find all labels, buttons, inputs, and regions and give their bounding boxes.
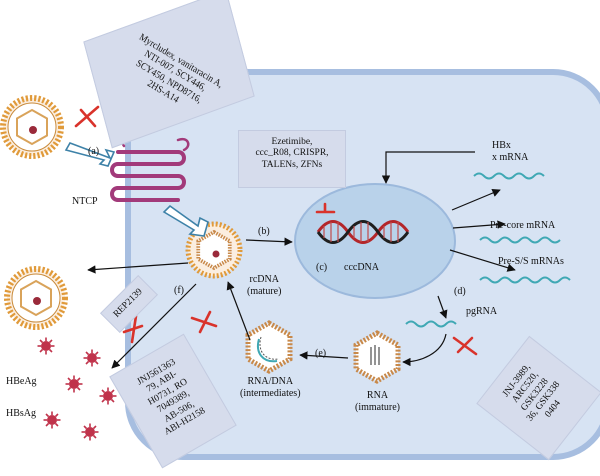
step-c-label: (c) bbox=[316, 262, 328, 273]
inhibition-t-icon bbox=[122, 314, 144, 344]
hbsag-label: HBsAg bbox=[6, 408, 37, 419]
inhibition-t-icon bbox=[315, 202, 336, 214]
mrna-wave-icon bbox=[479, 276, 571, 284]
rna-dna-label: RNA/DNA (intermediates) bbox=[240, 376, 301, 399]
ntcp-label: NTCP bbox=[72, 196, 98, 207]
arrow-icon bbox=[402, 333, 447, 367]
rcdna-subtitle: (mature) bbox=[247, 285, 282, 297]
arrow-icon bbox=[245, 237, 293, 246]
arrow-icon bbox=[64, 142, 116, 167]
rna-dna-title: RNA/DNA bbox=[247, 376, 294, 387]
rna-dna-subtitle: (intermediates) bbox=[240, 387, 301, 399]
drug-line: ccc_R08, CRISPR, bbox=[255, 148, 329, 159]
drug-line: TALENs, ZFNs bbox=[261, 159, 323, 170]
drug-line: Ezetimibe, bbox=[271, 137, 313, 147]
step-d-label: (d) bbox=[454, 286, 466, 297]
arrow-icon bbox=[87, 262, 189, 274]
precore-label: Pre-core mRNA bbox=[490, 220, 556, 231]
antigen-icon bbox=[42, 410, 62, 430]
step-a-label: (a) bbox=[88, 146, 100, 157]
hbx-subtitle: x mRNA bbox=[492, 151, 529, 163]
rna-title: RNA bbox=[366, 390, 389, 401]
antigen-icon bbox=[36, 336, 56, 356]
arrow-icon bbox=[452, 220, 506, 229]
inhibition-t-icon bbox=[452, 336, 478, 356]
cccdna-helix-icon bbox=[316, 220, 410, 244]
arrow-icon bbox=[449, 249, 516, 272]
hbx-title: HBx bbox=[492, 140, 511, 151]
pgrna-label: pgRNA bbox=[466, 306, 498, 317]
arrow-icon bbox=[162, 204, 209, 237]
step-e-label: (e) bbox=[315, 348, 327, 359]
antigen-icon bbox=[82, 348, 102, 368]
mrna-wave-icon bbox=[405, 320, 457, 328]
arrow-icon bbox=[111, 283, 197, 369]
antigen-icon bbox=[98, 386, 118, 406]
step-b-label: (b) bbox=[258, 226, 270, 237]
hbeag-label: HBeAg bbox=[6, 376, 37, 387]
rcdna-title: rcDNA bbox=[249, 274, 279, 285]
rna-label: RNA (immature) bbox=[355, 390, 400, 413]
cccdna-label: cccDNA bbox=[344, 262, 379, 273]
arrow-icon bbox=[299, 351, 349, 360]
arrow-icon bbox=[451, 189, 501, 211]
virion-icon bbox=[3, 98, 61, 156]
antigen-icon bbox=[80, 422, 100, 442]
mrna-wave-icon bbox=[479, 236, 561, 244]
arrow-icon bbox=[437, 295, 448, 319]
rna-subtitle: (immature) bbox=[355, 401, 400, 413]
hbx-label: HBx x mRNA bbox=[492, 140, 528, 163]
antigen-icon bbox=[64, 374, 84, 394]
virion-icon bbox=[7, 269, 65, 327]
nucleus bbox=[294, 183, 456, 299]
mrna-wave-icon bbox=[473, 172, 545, 180]
pres-label: Pre-S/S mRNAs bbox=[498, 256, 564, 267]
arrow-icon bbox=[226, 281, 251, 341]
rcdna-label: rcDNA (mature) bbox=[247, 274, 281, 297]
inhibition-t-icon bbox=[74, 105, 100, 128]
capsid-icon bbox=[248, 323, 290, 371]
cccdna-targeting-box: Ezetimibe, ccc_R08, CRISPR, TALENs, ZFNs bbox=[238, 130, 346, 188]
capsid-icon bbox=[356, 333, 398, 381]
entering-virion-icon bbox=[185, 221, 243, 279]
arrow-icon bbox=[381, 151, 475, 184]
inhibition-t-icon bbox=[190, 310, 218, 334]
step-f-label: (f) bbox=[174, 285, 184, 296]
